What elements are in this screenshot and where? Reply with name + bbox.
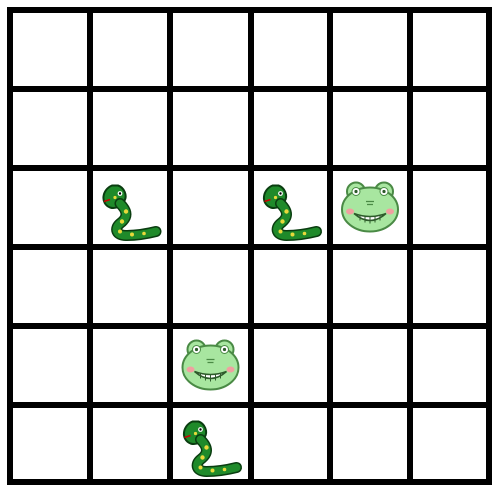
board-cell-r2-c0[interactable] xyxy=(10,168,90,247)
board-cell-r4-c1[interactable] xyxy=(90,326,170,405)
board-cell-r2-c5[interactable] xyxy=(410,168,489,247)
board-cell-r0-c4[interactable] xyxy=(330,10,410,89)
board-cell-r5-c3[interactable] xyxy=(251,405,330,482)
board-cell-r3-c3[interactable] xyxy=(251,247,330,326)
frog-icon[interactable] xyxy=(342,183,398,232)
board-cell-r0-c3[interactable] xyxy=(251,10,330,89)
frog-icon[interactable] xyxy=(183,341,239,390)
board-cell-r5-c4[interactable] xyxy=(330,405,410,482)
board-cell-r0-c0[interactable] xyxy=(10,10,90,89)
board-cell-r3-c1[interactable] xyxy=(90,247,170,326)
board-cell-r0-c1[interactable] xyxy=(90,10,170,89)
board-cell-r0-c5[interactable] xyxy=(410,10,489,89)
board-cell-r3-c5[interactable] xyxy=(410,247,489,326)
board-cell-r5-c0[interactable] xyxy=(10,405,90,482)
board-cell-r5-c5[interactable] xyxy=(410,405,489,482)
board-cell-r0-c2[interactable] xyxy=(170,10,251,89)
board-cell-r1-c4[interactable] xyxy=(330,89,410,168)
board-cell-r4-c0[interactable] xyxy=(10,326,90,405)
board-cell-r3-c4[interactable] xyxy=(330,247,410,326)
board-cell-r1-c2[interactable] xyxy=(170,89,251,168)
board-cell-r1-c5[interactable] xyxy=(410,89,489,168)
board-cell-r5-c1[interactable] xyxy=(90,405,170,482)
board-cell-r4-c4[interactable] xyxy=(330,326,410,405)
board-cell-r1-c3[interactable] xyxy=(251,89,330,168)
board-cell-r2-c2[interactable] xyxy=(170,168,251,247)
board-cell-r3-c0[interactable] xyxy=(10,247,90,326)
board-cell-r1-c1[interactable] xyxy=(90,89,170,168)
board-cell-r4-c3[interactable] xyxy=(251,326,330,405)
board-cell-r1-c0[interactable] xyxy=(10,89,90,168)
board-cell-r4-c5[interactable] xyxy=(410,326,489,405)
board-cell-r3-c2[interactable] xyxy=(170,247,251,326)
